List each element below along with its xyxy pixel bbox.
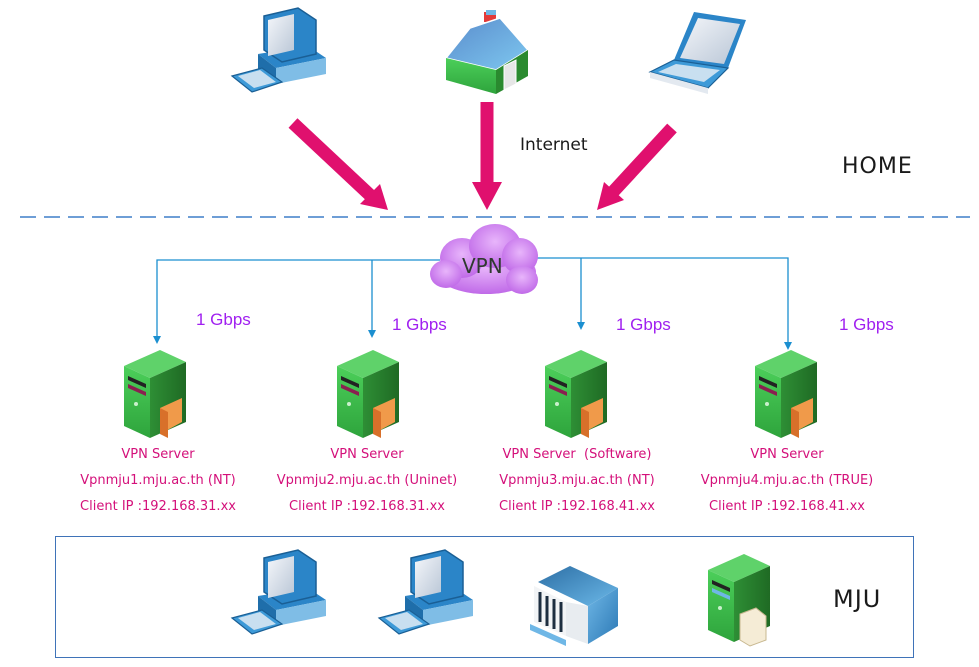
server-info: VPN Server Vpnmju4.mju.ac.th (TRUE) Clie…: [672, 442, 902, 520]
link-speed-label: 1 Gbps: [839, 315, 894, 334]
mju-zone-box: [55, 536, 914, 658]
desktop-computer-icon: [230, 7, 326, 93]
house-icon: [444, 10, 530, 94]
building-icon: [530, 566, 618, 646]
desktop-computer-icon: [230, 549, 326, 635]
vpn-server-icon: [337, 350, 399, 438]
laptop-icon: [648, 12, 746, 94]
arrow-right: [597, 123, 677, 210]
link-speed-label: 1 Gbps: [196, 310, 251, 329]
file-server-icon: [708, 554, 770, 647]
vpn-server-icon: [124, 350, 186, 438]
vpn-cloud-icon: [430, 224, 538, 294]
server-host: Vpnmju3.mju.ac.th (NT): [499, 473, 655, 488]
server-info: VPN Server Vpnmju2.mju.ac.th (Uninet) Cl…: [252, 442, 482, 520]
server-host: Vpnmju2.mju.ac.th (Uninet): [276, 473, 458, 488]
server-info: VPN Server (Software) Vpnmju3.mju.ac.th …: [462, 442, 692, 520]
server-title: VPN Server: [330, 447, 404, 462]
arrow-center: [472, 102, 502, 210]
vpn-cloud-label: VPN: [462, 254, 503, 278]
server-client-ip: Client IP :192.168.41.xx: [709, 499, 865, 514]
desktop-computer-icon: [377, 549, 473, 635]
server-title: VPN Server: [121, 447, 195, 462]
vpn-server-icon: [755, 350, 817, 438]
server-client-ip: Client IP :192.168.31.xx: [289, 499, 445, 514]
vpn-server-icon: [545, 350, 607, 438]
link-speed-label: 1 Gbps: [616, 315, 671, 334]
server-title: VPN Server: [750, 447, 824, 462]
internet-label: Internet: [520, 135, 588, 155]
arrow-left: [288, 118, 388, 210]
server-client-ip: Client IP :192.168.41.xx: [499, 499, 655, 514]
server-host: Vpnmju1.mju.ac.th (NT): [80, 473, 236, 488]
home-zone-label: HOME: [842, 154, 913, 179]
server-host: Vpnmju4.mju.ac.th (TRUE): [700, 473, 874, 488]
server-client-ip: Client IP :192.168.31.xx: [80, 499, 236, 514]
server-info: VPN Server Vpnmju1.mju.ac.th (NT) Client…: [43, 442, 273, 520]
link-speed-label: 1 Gbps: [392, 315, 447, 334]
link-lines: [156, 257, 789, 344]
link-arrowheads: [153, 322, 792, 350]
server-title: VPN Server (Software): [502, 447, 652, 462]
mju-zone-label: MJU: [833, 585, 882, 613]
